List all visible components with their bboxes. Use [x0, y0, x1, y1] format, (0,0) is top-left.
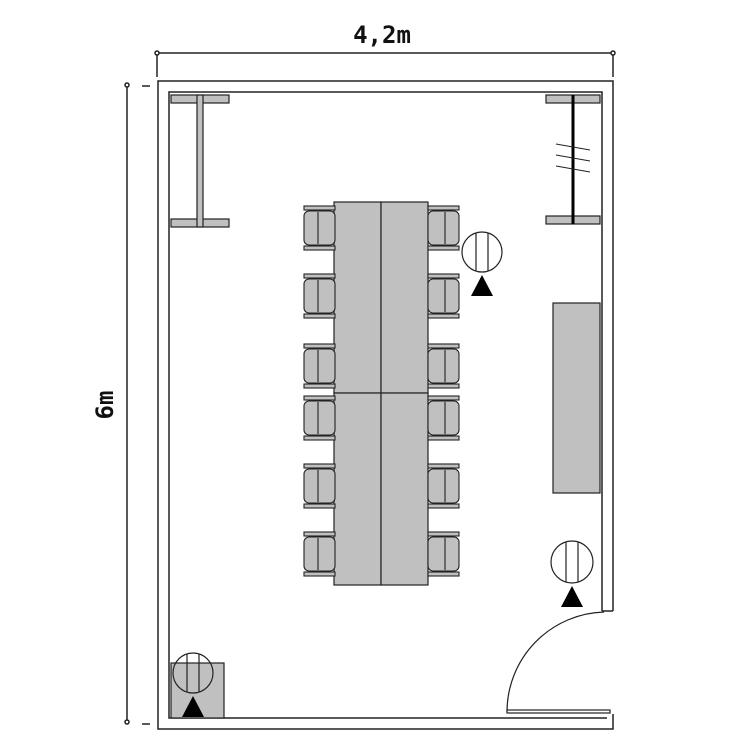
lamps — [170, 231, 594, 719]
height-label: 6m — [91, 391, 119, 420]
chair — [303, 205, 336, 251]
chair — [427, 395, 460, 441]
coat-rack-right — [545, 94, 601, 225]
chair — [303, 273, 336, 319]
chair — [427, 273, 460, 319]
hanger-icon — [555, 143, 591, 173]
sideboard — [552, 302, 601, 494]
marker-triangle-icon — [471, 275, 493, 296]
chair — [303, 531, 336, 577]
chair — [427, 531, 460, 577]
conference-table — [333, 201, 429, 586]
width-dimension — [154, 50, 616, 77]
chair — [427, 343, 460, 389]
width-label: 4,2m — [353, 21, 411, 49]
chair — [427, 463, 460, 509]
height-dimension — [124, 82, 150, 725]
chair — [303, 343, 336, 389]
chair — [303, 463, 336, 509]
chairs — [303, 205, 460, 577]
lamp-icon — [550, 540, 594, 607]
lamp-icon — [461, 231, 503, 296]
shelf-left — [170, 94, 230, 228]
marker-triangle-icon — [182, 696, 204, 717]
door[interactable] — [506, 611, 611, 714]
chair — [427, 205, 460, 251]
walls — [157, 80, 614, 730]
marker-triangle-icon — [561, 586, 583, 607]
lamp-icon — [172, 652, 214, 717]
chair — [303, 395, 336, 441]
